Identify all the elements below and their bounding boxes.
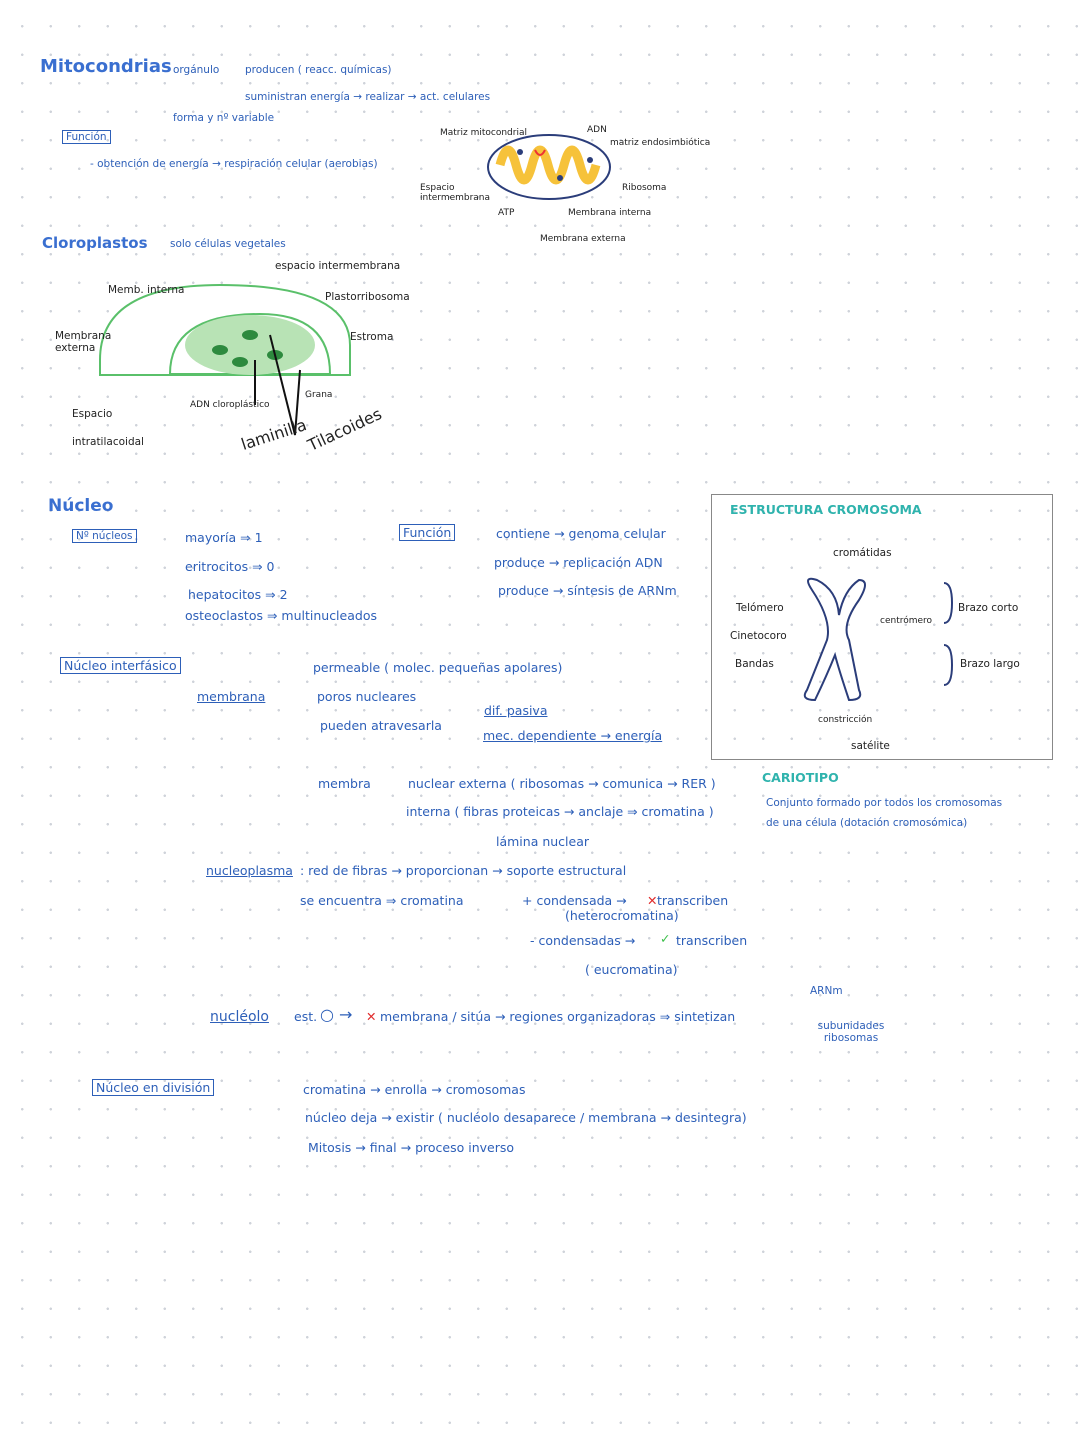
list-item: membrana / sitúa → regiones organizadora… xyxy=(380,1009,736,1024)
list-item: poros nucleares xyxy=(317,689,417,704)
nucleo-title: Núcleo xyxy=(48,496,114,516)
cariotipo-title: CARIOTIPO xyxy=(762,770,839,785)
chromosome-drawing xyxy=(803,577,954,702)
label: Bandas xyxy=(735,658,774,670)
list-item: produce → síntesis de ARNm xyxy=(498,583,677,598)
list-item: - condensadas → xyxy=(530,933,636,948)
label: centrómero xyxy=(880,616,933,626)
mito-text: forma y nº variable xyxy=(173,112,275,124)
list-item: ( eucromatina) xyxy=(585,962,678,977)
label: Cinetocoro xyxy=(730,630,787,642)
list-item: núcleo deja → existir ( nucléolo desapar… xyxy=(305,1110,747,1125)
list-item: membra xyxy=(318,776,371,791)
label: Plastorribosoma xyxy=(325,291,410,303)
label: satélite xyxy=(851,740,890,752)
label: ATP xyxy=(498,208,515,218)
label: Ribosoma xyxy=(622,183,667,193)
label: Grana xyxy=(305,390,333,400)
label: Telómero xyxy=(736,602,784,614)
label: Membrana externa xyxy=(55,330,112,354)
list-item: eritrocitos ⇒ 0 xyxy=(185,559,275,574)
cross-icon: ✕ xyxy=(366,1009,377,1024)
label: espacio intermembrana xyxy=(275,260,401,272)
list-item: dif. pasiva xyxy=(484,703,548,718)
list-item: mayoría ⇒ 1 xyxy=(185,530,263,545)
mitochondria-drawing xyxy=(487,134,611,200)
list-item: (heterocromatina) xyxy=(565,908,679,923)
label: cromátidas xyxy=(833,547,892,559)
list-item: subunidades ribosomas xyxy=(817,1020,885,1044)
mito-title: Mitocondrias xyxy=(40,56,172,77)
division-box: Núcleo en división xyxy=(92,1079,215,1096)
label: Matriz mitocondrial xyxy=(440,128,527,138)
function-box: Función xyxy=(62,130,111,144)
list-item: pueden atravesarla xyxy=(320,718,442,733)
list-item: produce → replicación ADN xyxy=(494,555,663,570)
list-item: est. xyxy=(294,1009,318,1024)
cloro-title: Cloroplastos xyxy=(42,234,148,252)
check-icon: ✓ xyxy=(660,931,671,946)
list-item: nuclear externa ( ribosomas → comunica →… xyxy=(408,776,716,791)
list-item: contiene → genoma celular xyxy=(496,526,666,541)
list-item: transcriben xyxy=(657,893,729,908)
mito-text: producen ( reacc. químicas) xyxy=(245,64,392,76)
list-item: Mitosis → final → proceso inverso xyxy=(308,1140,514,1155)
mito-text: orgánulo xyxy=(173,64,220,76)
label: matriz endosimbiótica xyxy=(610,138,711,148)
label: ADN cloroplástico xyxy=(190,400,270,410)
label: Estroma xyxy=(350,331,394,343)
chloroplast-drawing xyxy=(99,283,351,436)
mito-function: - obtención de energía → respiración cel… xyxy=(90,158,378,170)
cross-icon: ✕ xyxy=(647,893,658,908)
list-item: mec. dependiente → energía xyxy=(483,728,663,743)
membrana-label: membrana xyxy=(197,689,266,704)
n-nucleos-box: Nº núcleos xyxy=(72,529,137,543)
cariotipo-text: de una célula (dotación cromosómica) xyxy=(766,817,968,829)
list-item: transcriben xyxy=(676,933,748,948)
label: Brazo corto xyxy=(958,602,1019,614)
interfasico-box: Núcleo interfásico xyxy=(60,657,181,674)
list-item: lámina nuclear xyxy=(496,834,590,849)
list-item: se encuentra ⇒ cromatina xyxy=(300,893,464,908)
list-item: interna ( fibras proteicas → anclaje ⇒ c… xyxy=(406,804,714,819)
label: Brazo largo xyxy=(960,658,1020,670)
label: Espacio intratilacoidal xyxy=(72,408,144,448)
circle-icon: ○ → xyxy=(320,1005,353,1024)
label: Membrana externa xyxy=(540,234,626,244)
label: constricción xyxy=(818,715,873,725)
list-item: cromatina → enrolla → cromosomas xyxy=(303,1082,526,1097)
list-item: osteoclastos ⇒ multinucleados xyxy=(185,608,377,623)
list-item: + condensada → xyxy=(522,893,627,908)
cloro-sub: solo células vegetales xyxy=(170,238,286,250)
chromosome-title: ESTRUCTURA CROMOSOMA xyxy=(730,502,922,517)
list-item: hepatocitos ⇒ 2 xyxy=(188,587,288,602)
label: Memb. interna xyxy=(108,284,185,296)
list-item: permeable ( molec. pequeñas apolares) xyxy=(313,660,563,675)
nucleolo-label: nucléolo xyxy=(210,1009,269,1025)
list-item: ARNm xyxy=(810,985,843,997)
label: ADN xyxy=(587,125,607,135)
chromosome-box xyxy=(711,494,1053,760)
mito-text: suministran energía → realizar → act. ce… xyxy=(245,91,491,103)
list-item: : red de fibras → proporcionan → soporte… xyxy=(300,863,627,878)
label: Espacio intermembrana xyxy=(420,183,491,203)
cariotipo-text: Conjunto formado por todos los cromosoma… xyxy=(766,797,1003,809)
label: Membrana interna xyxy=(568,208,652,218)
nucleoplasma-label: nucleoplasma xyxy=(206,863,293,878)
funcion-box: Función xyxy=(399,524,456,541)
